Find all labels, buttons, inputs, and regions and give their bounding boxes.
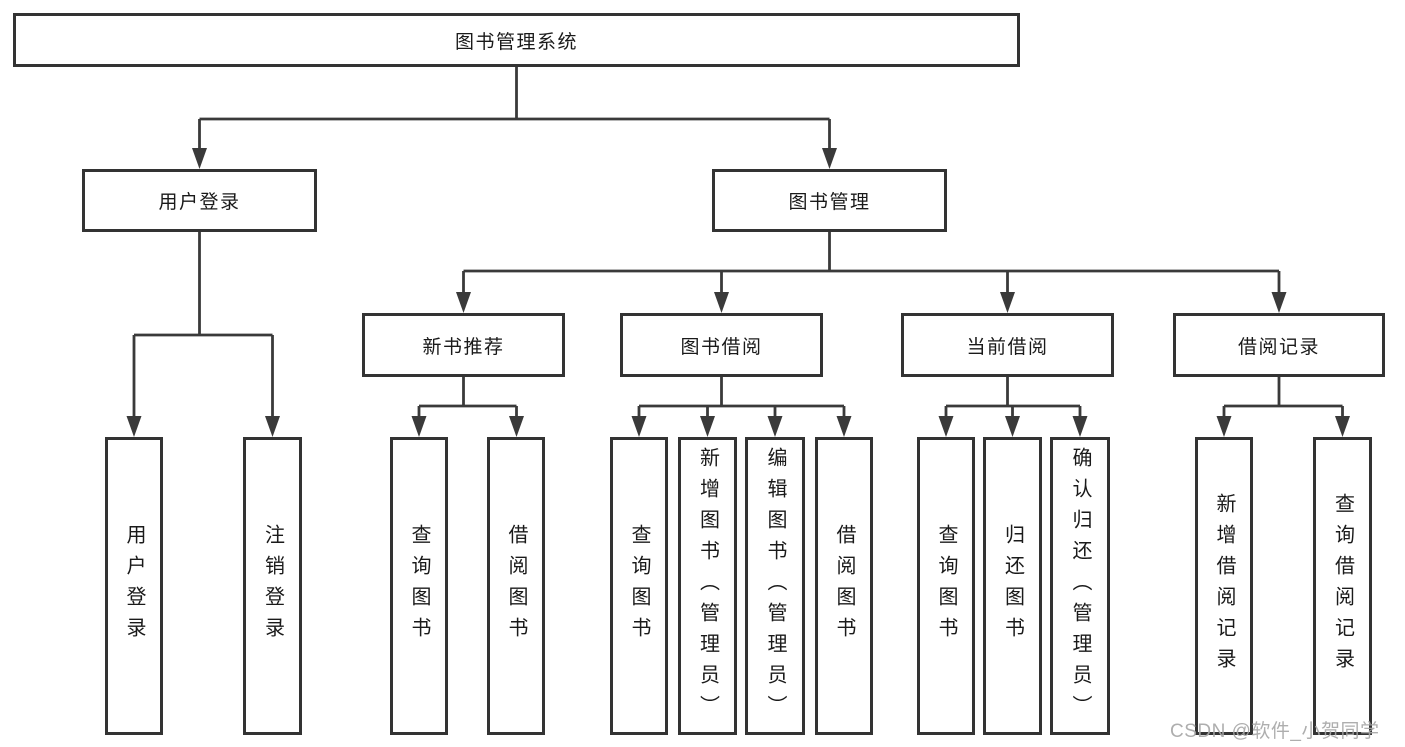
node-records-add: 新增借阅记录 xyxy=(1195,437,1253,735)
node-current-confirm-admin: 确认归还（管理员） xyxy=(1050,437,1110,735)
csdn-watermark: CSDN @软件_小贺同学 xyxy=(1170,721,1380,742)
node-login: 用户登录 xyxy=(105,437,163,735)
node-root: 图书管理系统 xyxy=(13,13,1020,67)
node-label: 当前借阅 xyxy=(966,336,1049,358)
node-label: 编辑图书（管理员） xyxy=(764,446,786,726)
node-label: 图书管理 xyxy=(788,192,871,213)
node-label: 图书借阅 xyxy=(680,336,763,358)
node-newbook-borrow: 借阅图书 xyxy=(487,437,545,735)
node-label: 确认归还（管理员） xyxy=(1069,446,1091,726)
node-label: 归还图书 xyxy=(1001,524,1024,648)
node-current-borrow: 当前借阅 xyxy=(901,313,1114,377)
node-label: 借阅记录 xyxy=(1237,336,1320,358)
connector-new-book-children xyxy=(411,377,524,437)
node-label: 查询图书 xyxy=(935,524,957,648)
node-label: 用户登录 xyxy=(158,192,241,213)
node-label: 新增图书（管理员） xyxy=(696,446,719,726)
node-records-query: 查询借阅记录 xyxy=(1313,437,1372,735)
node-logout: 注销登录 xyxy=(243,437,302,735)
node-book-borrow: 图书借阅 xyxy=(620,313,823,377)
node-borrow-edit-admin: 编辑图书（管理员） xyxy=(745,437,805,735)
node-label: 注销登录 xyxy=(261,524,284,648)
node-new-book-recommend: 新书推荐 xyxy=(362,313,565,377)
connector-book-management-children xyxy=(456,231,1287,313)
node-user-login: 用户登录 xyxy=(82,169,317,232)
node-borrow-book: 借阅图书 xyxy=(815,437,873,735)
connector-current-borrow-children xyxy=(938,377,1088,437)
node-label: 新增借阅记录 xyxy=(1213,493,1235,679)
node-label: 查询借阅记录 xyxy=(1331,493,1354,679)
node-label: 借阅图书 xyxy=(505,524,527,648)
node-current-return: 归还图书 xyxy=(983,437,1042,735)
connector-root-to-level2 xyxy=(192,67,837,169)
node-label: 查询图书 xyxy=(408,524,430,648)
node-label: 查询图书 xyxy=(628,524,650,648)
node-borrow-query: 查询图书 xyxy=(610,437,668,735)
node-borrow-records: 借阅记录 xyxy=(1173,313,1385,377)
node-newbook-query: 查询图书 xyxy=(390,437,448,735)
connector-borrow-records-children xyxy=(1216,377,1350,437)
node-label: 用户登录 xyxy=(123,524,145,648)
node-label: 图书管理系统 xyxy=(454,31,578,53)
node-book-management: 图书管理 xyxy=(712,169,947,232)
node-label: 借阅图书 xyxy=(833,524,855,648)
node-label: 新书推荐 xyxy=(422,336,505,358)
node-borrow-add-admin: 新增图书（管理员） xyxy=(678,437,737,735)
connector-book-borrow-children xyxy=(631,377,852,437)
connector-user-login-children xyxy=(126,231,280,437)
node-current-query: 查询图书 xyxy=(917,437,975,735)
